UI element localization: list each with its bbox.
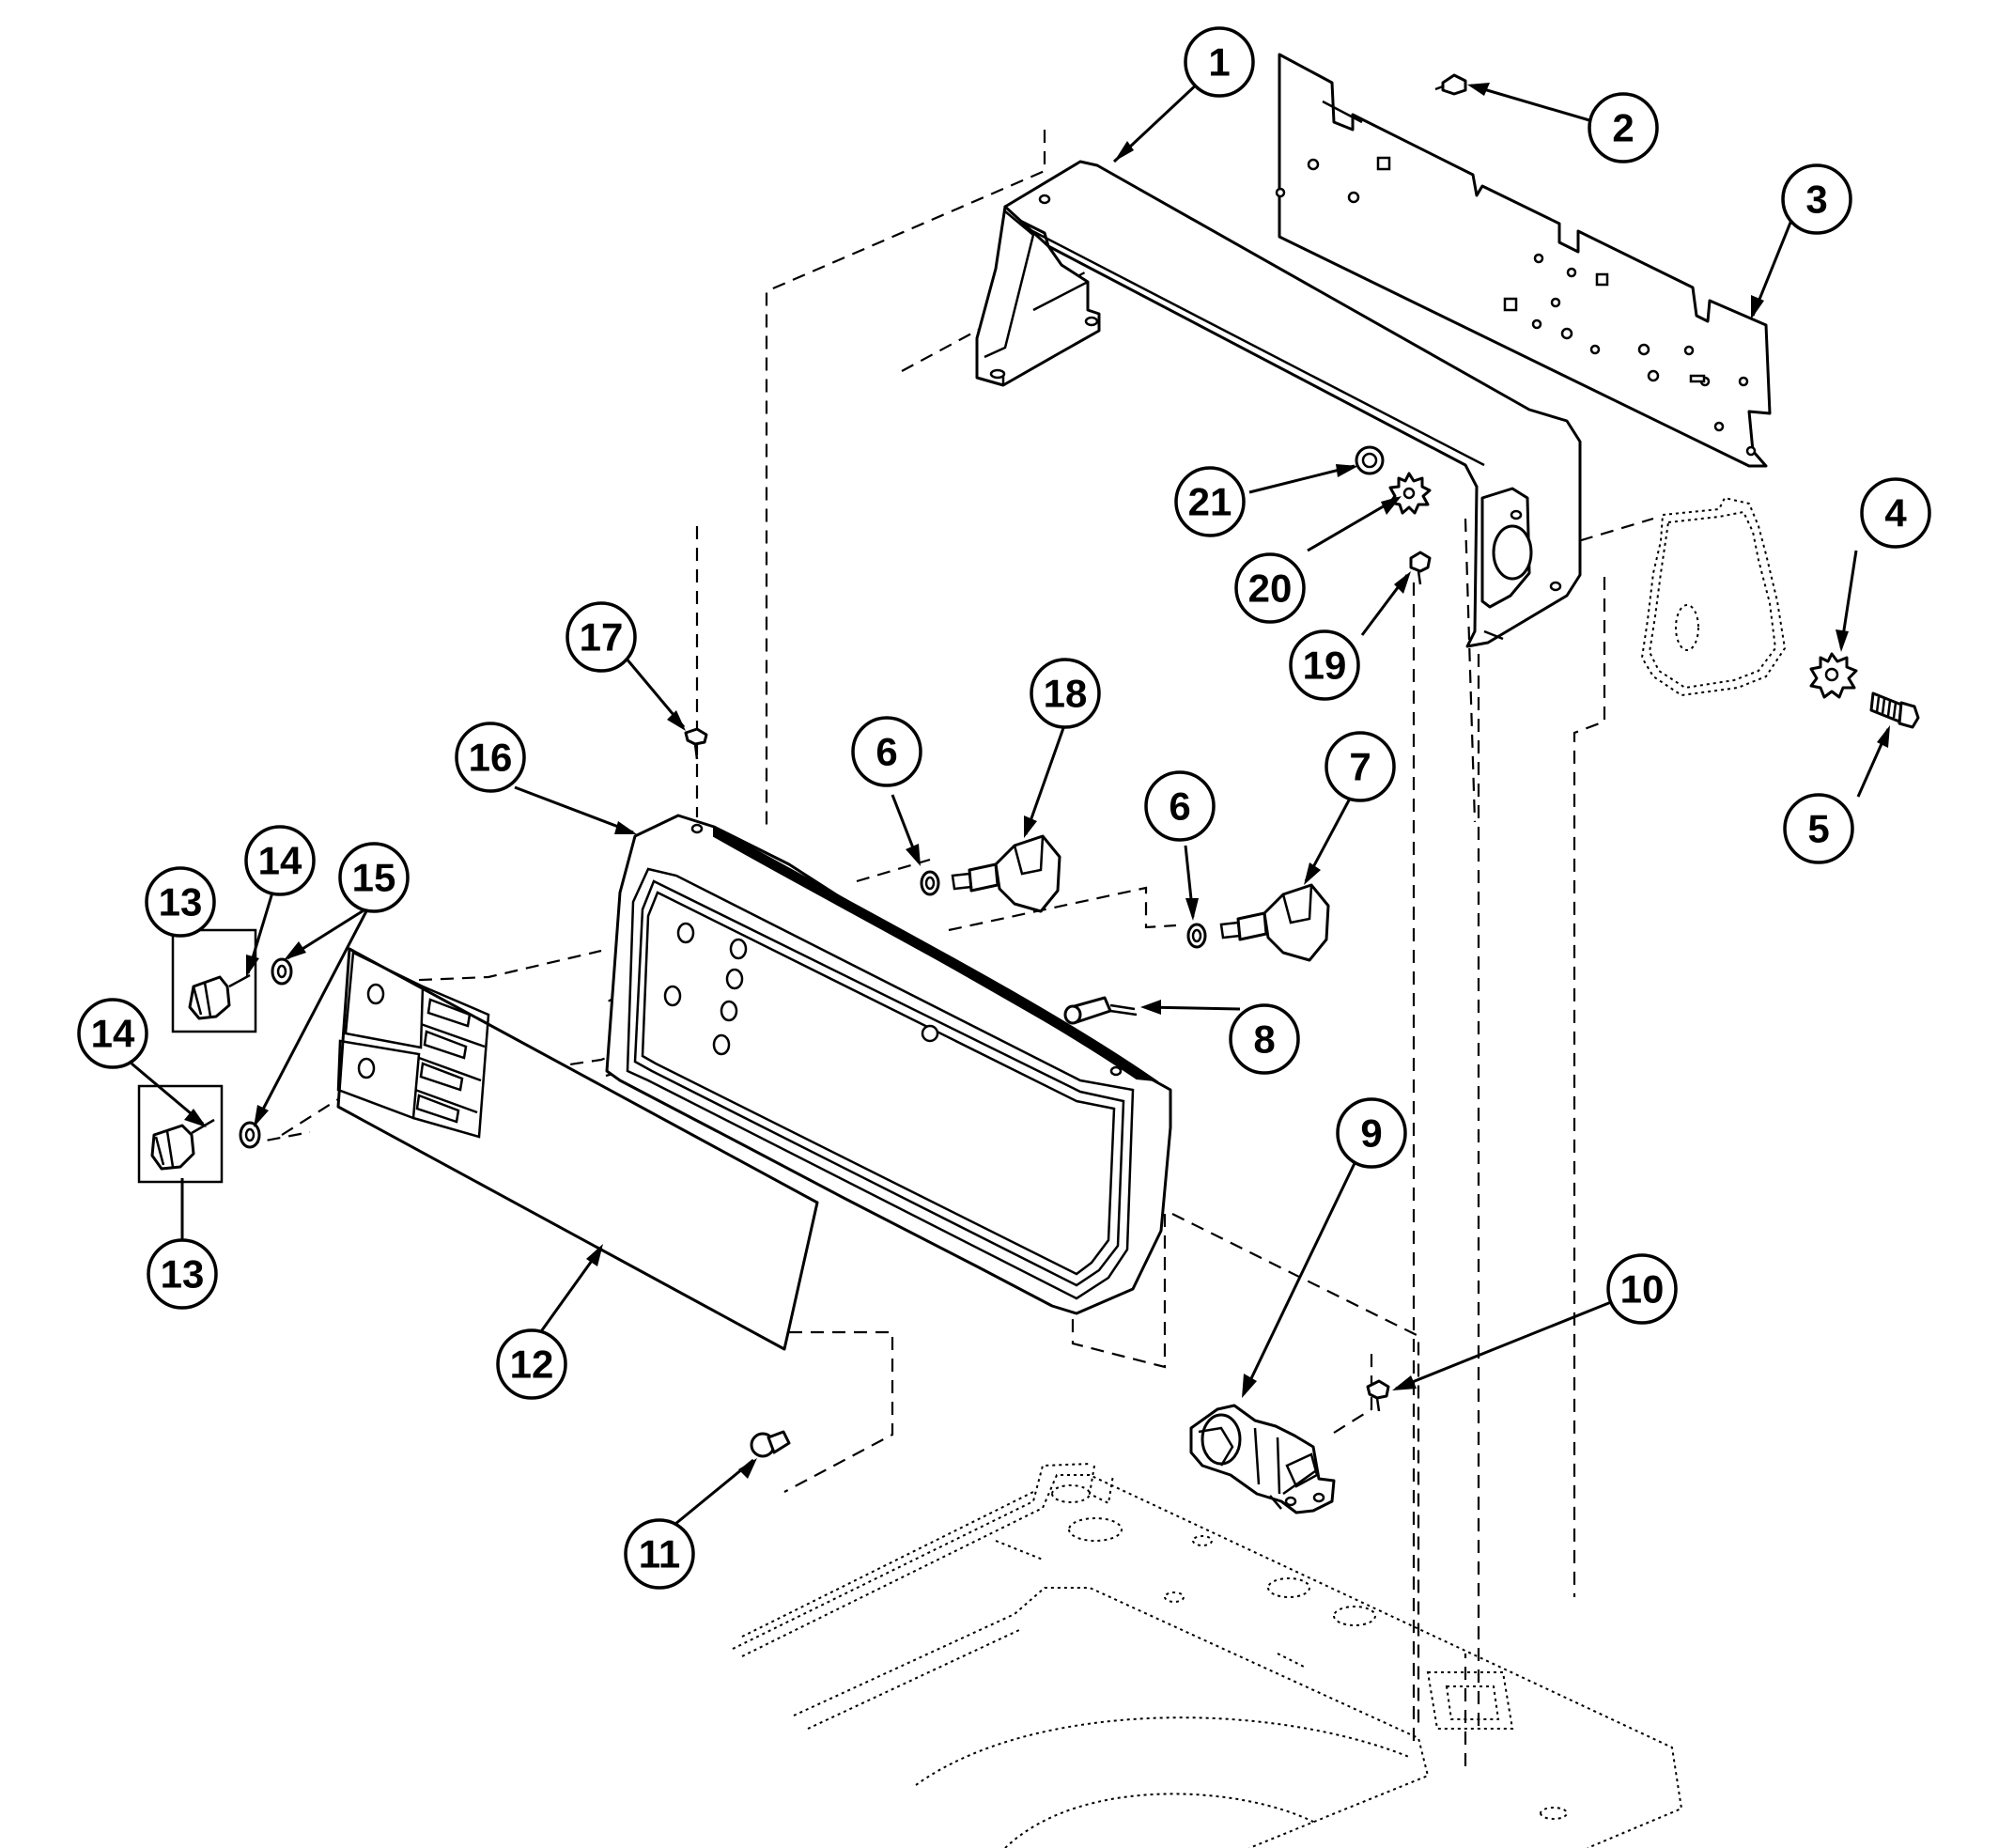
callout-18-label: 18 — [1044, 672, 1088, 716]
washer-part-15-upper — [271, 957, 293, 986]
callout-10-label: 10 — [1620, 1267, 1665, 1312]
callout-10: 10 — [1606, 1253, 1678, 1325]
console-panel-part-16 — [605, 814, 1172, 1315]
callout-14-upper-label: 14 — [258, 839, 302, 883]
callout-9-label: 9 — [1360, 1111, 1382, 1156]
callout-4: 4 — [1860, 477, 1931, 549]
callout-6-left-label: 6 — [875, 730, 897, 774]
screw-part-19 — [1409, 551, 1432, 585]
callout-2-label: 2 — [1612, 106, 1634, 150]
assembly-guide-lines — [245, 130, 1654, 1766]
callout-19: 19 — [1289, 629, 1360, 701]
callout-7: 7 — [1325, 731, 1396, 802]
callout-8: 8 — [1229, 1003, 1300, 1075]
bracket-plate-part-3 — [1275, 53, 1772, 468]
callout-5: 5 — [1783, 793, 1854, 864]
callout-4-label: 4 — [1884, 491, 1907, 536]
callout-1: 1 — [1184, 26, 1255, 98]
callout-17: 17 — [565, 601, 637, 673]
callout-9: 9 — [1336, 1097, 1407, 1169]
callout-17-label: 17 — [580, 615, 624, 660]
star-washer-part-20 — [1388, 472, 1432, 515]
callout-13-lower-label: 13 — [161, 1252, 205, 1297]
motor-outline — [1640, 496, 1787, 697]
callout-13-upper-label: 13 — [159, 880, 203, 924]
callout-1-label: 1 — [1208, 40, 1230, 85]
callout-16: 16 — [455, 722, 526, 793]
screw-part-17 — [684, 727, 708, 760]
bolt-part-5 — [1869, 691, 1920, 729]
washer-part-15-lower — [239, 1121, 261, 1149]
callout-15-label: 15 — [352, 856, 396, 900]
washer-base-outline — [732, 1463, 1683, 1848]
callout-18: 18 — [1030, 658, 1101, 729]
callout-3: 3 — [1781, 163, 1852, 235]
callout-2: 2 — [1588, 92, 1659, 163]
overlay-panel-part-12 — [336, 947, 819, 1351]
washer-part-6-right — [1186, 923, 1207, 949]
screw-part-2 — [1434, 73, 1467, 96]
callout-11: 11 — [624, 1518, 695, 1590]
callout-14-lower: 14 — [77, 998, 148, 1069]
nut-part-21 — [1355, 445, 1385, 475]
callout-3-label: 3 — [1805, 178, 1827, 222]
switch-part-7 — [1219, 883, 1330, 962]
callout-20: 20 — [1234, 552, 1306, 624]
callout-13-upper: 13 — [145, 866, 216, 938]
star-washer-part-4 — [1809, 652, 1858, 699]
callout-13-lower: 13 — [147, 1238, 218, 1310]
knob-assembly-upper — [171, 928, 257, 1033]
callout-15: 15 — [338, 842, 410, 913]
callout-21-label: 21 — [1188, 480, 1232, 524]
washer-part-6-left — [920, 870, 940, 896]
switch-part-18 — [951, 834, 1061, 913]
callout-21: 21 — [1174, 466, 1246, 537]
callout-5-label: 5 — [1807, 807, 1829, 851]
callout-leaders — [131, 79, 1890, 1539]
callout-6-right-label: 6 — [1169, 784, 1190, 829]
plug-part-11 — [750, 1430, 791, 1458]
callout-6-left: 6 — [851, 716, 922, 787]
callout-16-label: 16 — [469, 736, 513, 780]
lamp-part-8 — [1063, 996, 1138, 1025]
callout-11-label: 11 — [639, 1532, 680, 1576]
pressure-switch-part-9 — [1189, 1404, 1336, 1514]
callout-7-label: 7 — [1349, 745, 1371, 789]
callout-19-label: 19 — [1303, 644, 1347, 688]
callout-14-lower-label: 14 — [91, 1012, 135, 1056]
console-bracket-part-1 — [975, 160, 1582, 648]
callout-12-label: 12 — [510, 1343, 554, 1387]
callout-12: 12 — [496, 1328, 567, 1400]
callout-20-label: 20 — [1248, 567, 1293, 611]
callout-8-label: 8 — [1253, 1017, 1275, 1062]
callout-6-right: 6 — [1144, 770, 1216, 842]
screw-part-10 — [1366, 1379, 1390, 1412]
knob-assembly-lower — [137, 1084, 224, 1184]
callout-14-upper: 14 — [244, 825, 316, 896]
